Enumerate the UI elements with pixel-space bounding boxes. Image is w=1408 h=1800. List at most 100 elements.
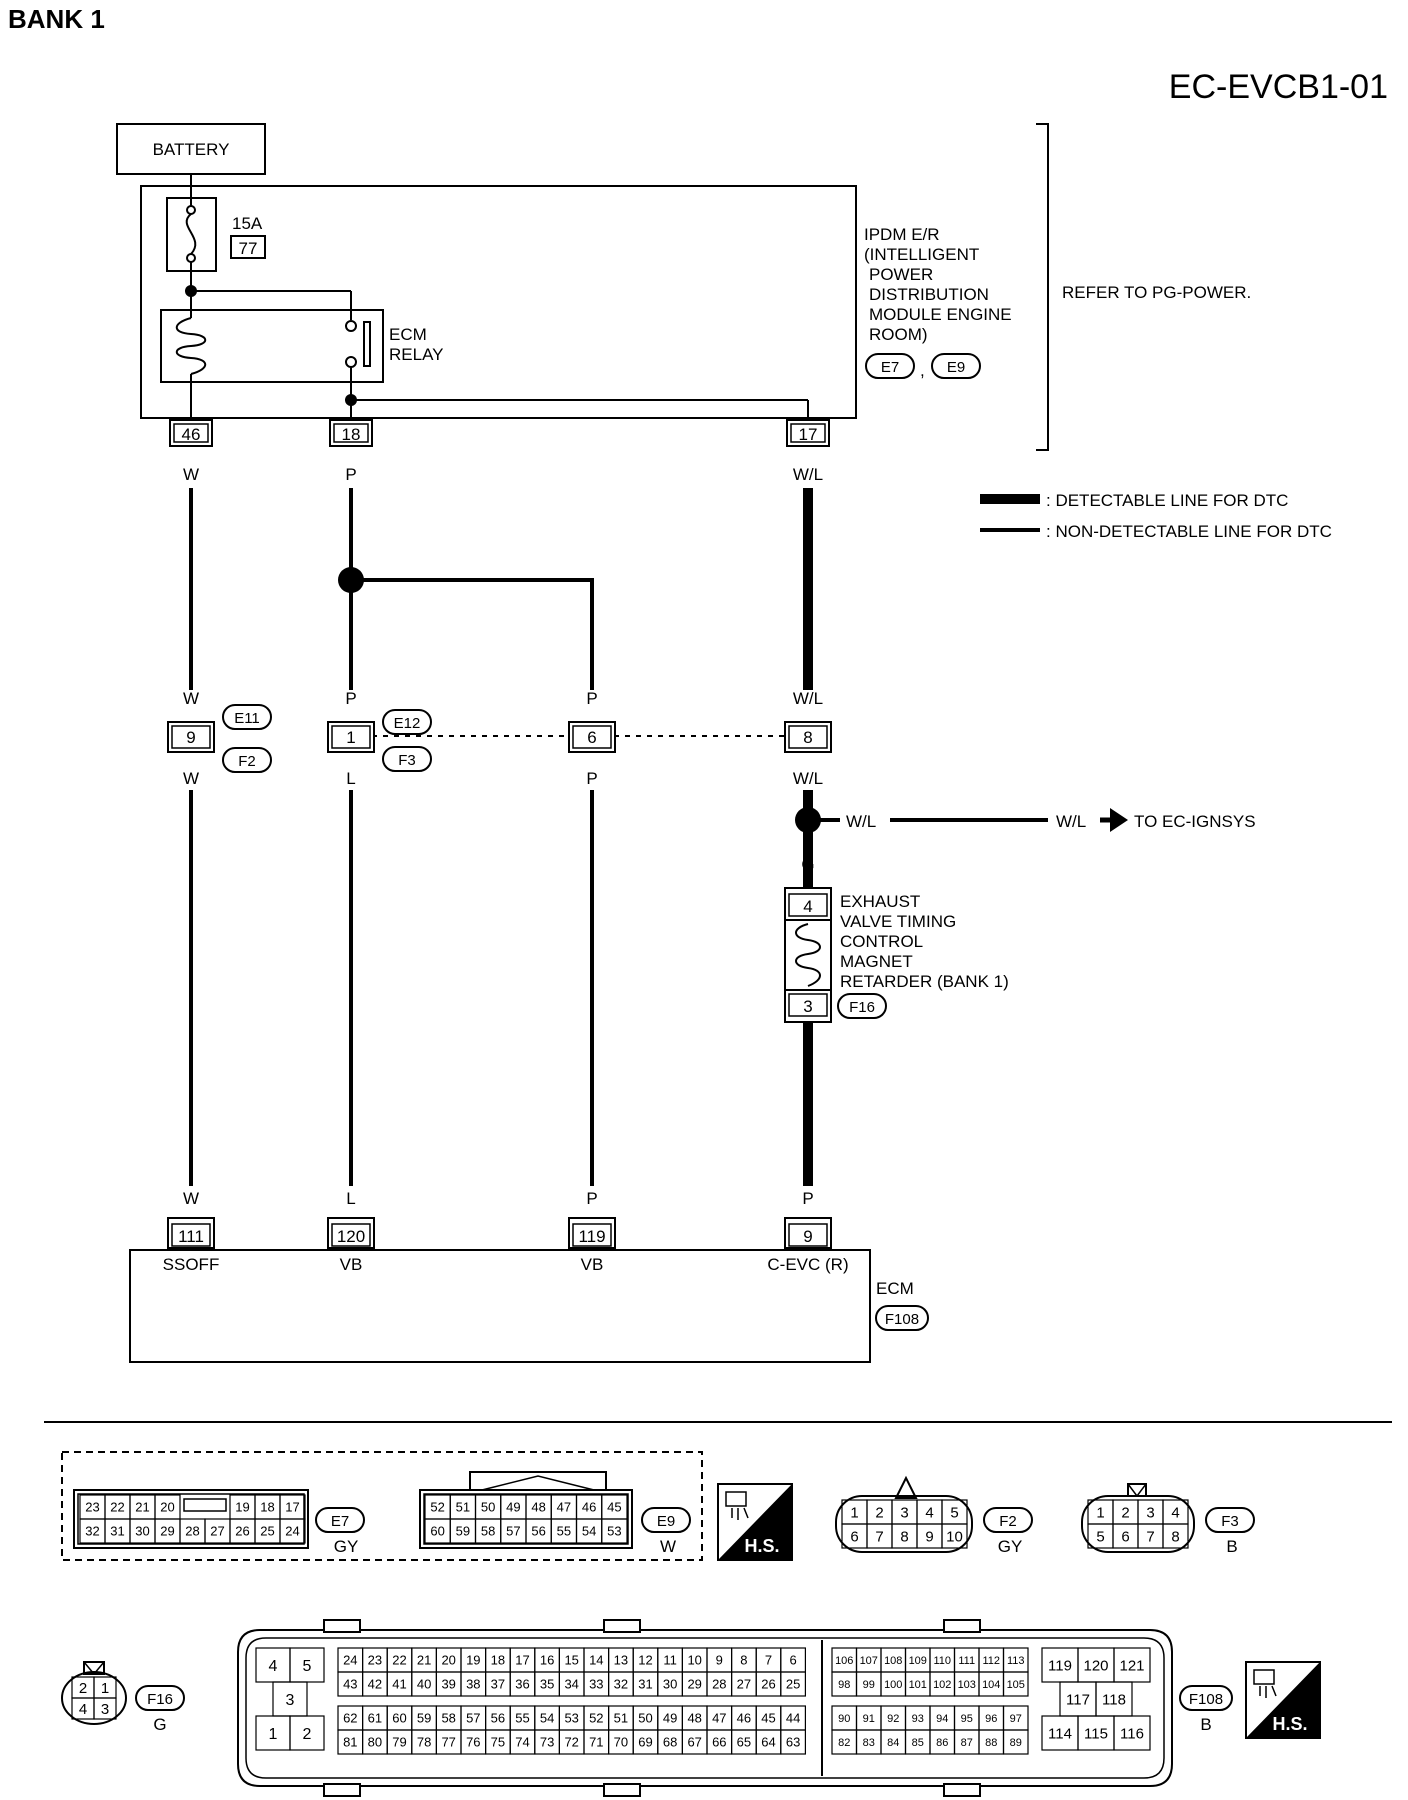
svg-text:W: W	[183, 689, 199, 708]
cavity-number: 102	[933, 1679, 951, 1691]
svg-text:E7: E7	[881, 359, 899, 376]
cavity-number: 98	[838, 1679, 850, 1691]
ref-e7	[315, 1507, 365, 1533]
svg-text:P: P	[345, 465, 356, 484]
cavity-number: 34	[564, 1677, 578, 1692]
ecm-terminal-cevc: C-EVC (R)	[767, 1255, 848, 1274]
ipdm-title-1: IPDM E/R	[864, 225, 940, 244]
cavity-number: 45	[761, 1711, 775, 1726]
cavity-number: 65	[737, 1735, 751, 1750]
cavity-number: 42	[368, 1677, 382, 1692]
cavity-number: 7	[875, 1528, 883, 1545]
svg-text:P: P	[802, 1040, 813, 1059]
fuse-icon	[185, 205, 197, 263]
cavity-number: 85	[912, 1737, 924, 1749]
svg-text:P: P	[586, 1189, 597, 1208]
cavity-number: 76	[466, 1735, 480, 1750]
cavity-number: 59	[417, 1711, 431, 1726]
cavity-number: 110	[933, 1655, 951, 1667]
cavity-number: 2	[1121, 1504, 1129, 1521]
cavity-number: 22	[110, 1500, 124, 1515]
bank-label: BANK 1	[8, 4, 105, 34]
cavity-number: 40	[417, 1677, 431, 1692]
cavity-number: 1	[1096, 1504, 1104, 1521]
cavity-number: 33	[589, 1677, 603, 1692]
svg-text:E9: E9	[947, 359, 965, 376]
cavity-number: 14	[589, 1653, 603, 1668]
joint-pin-1: 1	[327, 721, 375, 753]
actuator-title-4: MAGNET	[840, 952, 913, 971]
cavity-number: 103	[958, 1679, 976, 1691]
svg-text:F3: F3	[398, 752, 416, 769]
connector-cavity	[1162, 1523, 1189, 1549]
svg-text:,: ,	[920, 361, 925, 380]
cavity-number: 70	[614, 1735, 628, 1750]
e7-e9-group	[61, 1451, 703, 1561]
cavity-number: 69	[638, 1735, 652, 1750]
cavity-number: 49	[506, 1500, 520, 1515]
svg-text:W/L: W/L	[1056, 812, 1086, 831]
refer-text: REFER TO PG-POWER.	[1062, 283, 1251, 302]
arrow-right-icon	[1110, 808, 1128, 832]
ecm-terminal-vb-119: VB	[581, 1255, 604, 1274]
ref-f2	[222, 747, 272, 773]
svg-text:W: W	[183, 465, 199, 484]
svg-text:F2: F2	[238, 753, 256, 770]
cavity-number: 46	[582, 1500, 596, 1515]
svg-text:G: G	[801, 855, 814, 874]
cavity-number: 79	[392, 1735, 406, 1750]
cavity-number: 78	[417, 1735, 431, 1750]
cavity-number: 7	[765, 1653, 772, 1668]
cavity-number: 1	[850, 1504, 858, 1521]
cavity-number: 54	[582, 1524, 596, 1539]
cavity-number: 4	[269, 1658, 278, 1675]
cavity-number: 7	[1146, 1528, 1154, 1545]
cavity-number: 116	[1120, 1725, 1144, 1742]
cavity-number: 22	[392, 1653, 406, 1668]
actuator-title-1: EXHAUST	[840, 892, 920, 911]
svg-text:17: 17	[799, 425, 818, 444]
cavity-number: 121	[1119, 1657, 1144, 1674]
cavity-number: 56	[491, 1711, 505, 1726]
ecm-box	[129, 1249, 871, 1363]
cavity-number: 11	[663, 1653, 677, 1668]
cavity-number: 105	[1007, 1679, 1025, 1691]
cavity-number: 60	[392, 1711, 406, 1726]
actuator-pin-top: 4	[803, 897, 812, 916]
relay-label-1: ECM	[389, 325, 427, 344]
cavity-number: 39	[441, 1677, 455, 1692]
cavity-number: 53	[607, 1524, 621, 1539]
connector-cavity	[780, 1729, 806, 1755]
cavity-number: 64	[761, 1735, 775, 1750]
f108-color: B	[1200, 1715, 1211, 1734]
cavity-number: 93	[912, 1713, 924, 1725]
svg-text:H.S.: H.S.	[744, 1536, 779, 1556]
f3-color: B	[1226, 1537, 1237, 1556]
cavity-number: 101	[909, 1679, 927, 1691]
cavity-number: 26	[235, 1524, 249, 1539]
ref-f108-bottom	[1179, 1685, 1233, 1711]
cavity-number: 89	[1010, 1737, 1022, 1749]
cavity-number: 75	[491, 1735, 505, 1750]
cavity-number: 61	[368, 1711, 382, 1726]
cavity-number: 10	[687, 1653, 701, 1668]
cavity-number: 106	[835, 1655, 853, 1667]
ecm-pin-9: 9	[784, 1217, 832, 1249]
cavity-number: 62	[343, 1711, 357, 1726]
ipdm-title-4: DISTRIBUTION	[869, 285, 989, 304]
cavity-number: 37	[491, 1677, 505, 1692]
solenoid-coil-icon	[795, 923, 821, 987]
cavity-number: 30	[135, 1524, 149, 1539]
cavity-number: 24	[285, 1524, 299, 1539]
cavity-number: 17	[515, 1653, 529, 1668]
ref-f16	[837, 993, 887, 1019]
ref-f16-bottom	[135, 1685, 185, 1711]
ipdm-pin-46: 46	[169, 419, 213, 447]
connector-cavity	[1113, 1715, 1151, 1751]
cavity-number: 20	[441, 1653, 455, 1668]
cavity-number: 19	[235, 1500, 249, 1515]
cavity-number: 50	[638, 1711, 652, 1726]
cavity-number: 49	[663, 1711, 677, 1726]
